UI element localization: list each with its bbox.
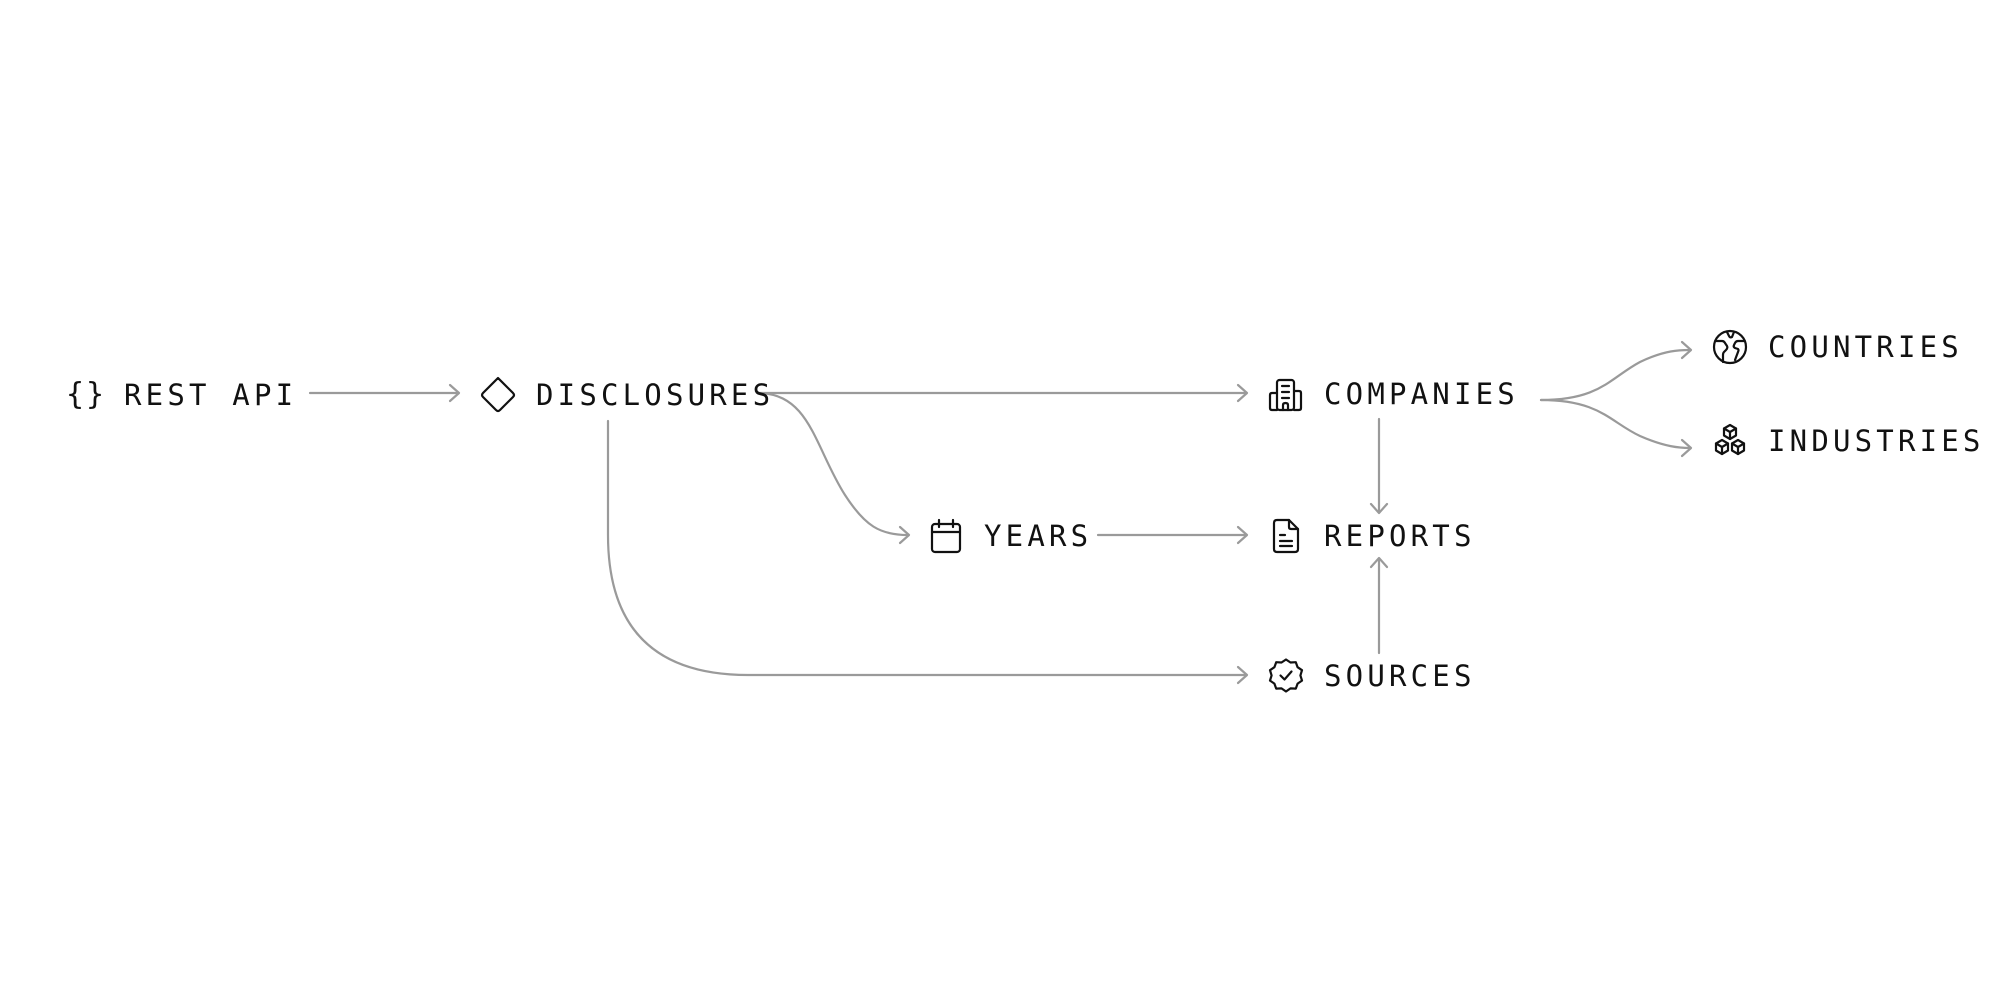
verified-badge-icon xyxy=(1266,656,1306,696)
document-icon xyxy=(1266,516,1306,556)
node-label: COUNTRIES xyxy=(1768,330,1963,364)
calendar-icon xyxy=(926,516,966,556)
building-icon xyxy=(1266,374,1306,414)
node-industries[interactable]: INDUSTRIES xyxy=(1710,419,1985,463)
node-rest-api[interactable]: {} REST API xyxy=(66,373,297,417)
node-label: REPORTS xyxy=(1324,519,1476,553)
node-label: INDUSTRIES xyxy=(1768,424,1985,458)
edge-companies-to-reports xyxy=(1369,417,1389,515)
diamond-icon xyxy=(478,375,518,415)
globe-icon xyxy=(1710,327,1750,367)
node-companies[interactable]: COMPANIES xyxy=(1266,372,1519,416)
edge-disclosures-to-years xyxy=(756,391,911,545)
edge-disclosures-to-sources xyxy=(606,419,1249,685)
cubes-icon xyxy=(1710,421,1750,461)
braces-icon: {} xyxy=(65,377,107,412)
node-reports[interactable]: REPORTS xyxy=(1266,514,1476,558)
node-label: SOURCES xyxy=(1324,659,1476,693)
node-disclosures[interactable]: DISCLOSURES xyxy=(478,373,774,417)
node-label: REST API xyxy=(124,378,298,412)
node-countries[interactable]: COUNTRIES xyxy=(1710,325,1963,369)
edge-disclosures-to-companies xyxy=(756,383,1249,403)
edge-sources-to-reports xyxy=(1369,556,1389,655)
node-sources[interactable]: SOURCES xyxy=(1266,654,1476,698)
node-label: DISCLOSURES xyxy=(536,378,775,412)
node-years[interactable]: YEARS xyxy=(926,514,1092,558)
edge-years-to-reports xyxy=(1096,525,1249,545)
edge-companies-to-industries xyxy=(1539,398,1693,458)
node-label: YEARS xyxy=(984,519,1093,553)
edge-rest-api-to-disclosures xyxy=(308,383,461,403)
node-label: COMPANIES xyxy=(1324,377,1519,411)
edge-companies-to-countries xyxy=(1539,340,1693,402)
